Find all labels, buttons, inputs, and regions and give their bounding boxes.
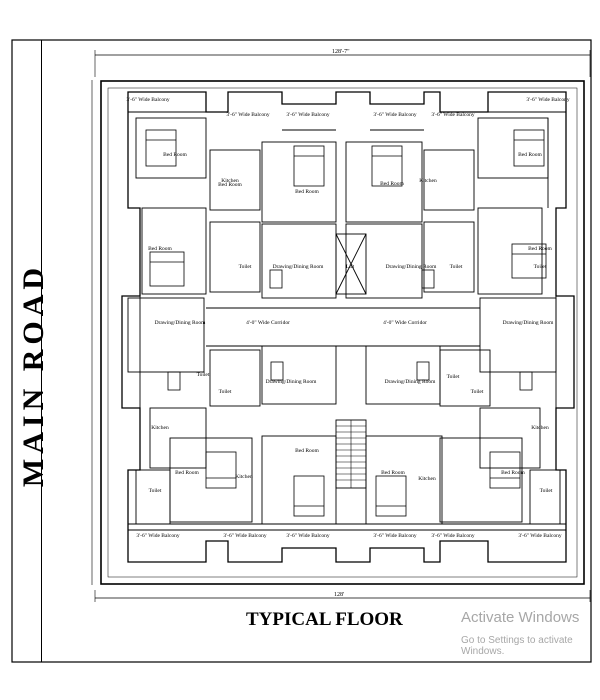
main-road-label: MAIN ROAD	[17, 262, 50, 488]
balcony-label: 3'-6" Wide Balcony	[126, 97, 169, 103]
balcony-label: 3'-6" Wide Balcony	[226, 112, 269, 118]
bed-room-label: Bed Room	[381, 470, 405, 476]
kitchen-label: Kitchen	[531, 425, 549, 431]
toilet-label: Toilet	[447, 374, 460, 380]
bed-room-label: Bed Room	[518, 152, 542, 158]
top-dimension-label: 128'-7"	[332, 49, 350, 55]
toilet-label: Toilet	[471, 389, 484, 395]
balcony-label: 3'-6" Wide Balcony	[373, 112, 416, 118]
balcony-label: 3'-6" Wide Balcony	[223, 533, 266, 539]
balcony-label: 3'-6" Wide Balcony	[136, 533, 179, 539]
kitchen-label: Kitchen	[418, 476, 436, 482]
kitchen-label: Kitchen	[235, 474, 253, 480]
drawing-dining-label: Drawing/Dining Room	[386, 264, 438, 270]
drawing-dining-label: Drawing/Dining Room	[385, 379, 437, 385]
beds	[145, 129, 547, 517]
bed-room-label: Bed Room	[163, 152, 187, 158]
toilet-label: Toilet	[149, 488, 162, 494]
bed-room-label: Bed Room	[380, 181, 404, 187]
bed-room-label: Bed Room	[218, 182, 242, 188]
main-road-strip: MAIN ROAD	[12, 40, 50, 662]
balcony-label: 3'-6" Wide Balcony	[526, 97, 569, 103]
lift-label: Lift	[346, 263, 355, 270]
bed-room-label: Bed Room	[175, 470, 199, 476]
kitchen-label: Kitchen	[221, 178, 239, 184]
toilet-label: Toilet	[197, 372, 210, 378]
kitchen-label: Kitchen	[151, 425, 169, 431]
balcony-label: 3'-6" Wide Balcony	[373, 533, 416, 539]
corridor-label: 4'-0" Wide Corridor	[246, 320, 290, 326]
drawing-dining-label: Drawing/Dining Room	[503, 320, 555, 326]
building-outline	[121, 91, 575, 563]
bed-room-label: Bed Room	[148, 246, 172, 252]
plot-boundary	[100, 80, 585, 585]
drawing-dining-label: Drawing/Dining Room	[273, 264, 325, 270]
bed-room-label: Bed Room	[295, 189, 319, 195]
room-labels: 3'-6" Wide Balcony 3'-6" Wide Balcony 3'-6…	[126, 97, 569, 539]
toilet-label: Toilet	[450, 264, 463, 270]
bed-room-label: Bed Room	[528, 246, 552, 252]
dining-tables	[167, 269, 533, 391]
bed-room-label: Bed Room	[501, 470, 525, 476]
balcony-label: 3'-6" Wide Balcony	[286, 533, 329, 539]
balcony-label: 3'-6" Wide Balcony	[286, 112, 329, 118]
activate-windows-subtitle: Go to Settings to activate Windows.	[461, 635, 573, 657]
toilet-label: Toilet	[219, 389, 232, 395]
kitchen-label: Kitchen	[419, 178, 437, 184]
staircase	[336, 420, 366, 488]
bed-room-label: Bed Room	[295, 448, 319, 454]
toilet-label: Toilet	[534, 264, 547, 270]
drawing-dining-label: Drawing/Dining Room	[266, 379, 318, 385]
bottom-dimension-label: 128'	[334, 592, 345, 598]
toilet-label: Toilet	[540, 488, 553, 494]
toilet-label: Toilet	[239, 264, 252, 270]
balcony-label: 3'-6" Wide Balcony	[431, 533, 474, 539]
balcony-label: 3'-6" Wide Balcony	[431, 112, 474, 118]
balcony-label: 3'-6" Wide Balcony	[518, 533, 561, 539]
activate-windows-title: Activate Windows	[461, 609, 580, 626]
floor-title: TYPICAL FLOOR	[246, 609, 403, 630]
drawing-dining-label: Drawing/Dining Room	[155, 320, 207, 326]
corridor-label: 4'-0" Wide Corridor	[383, 320, 427, 326]
